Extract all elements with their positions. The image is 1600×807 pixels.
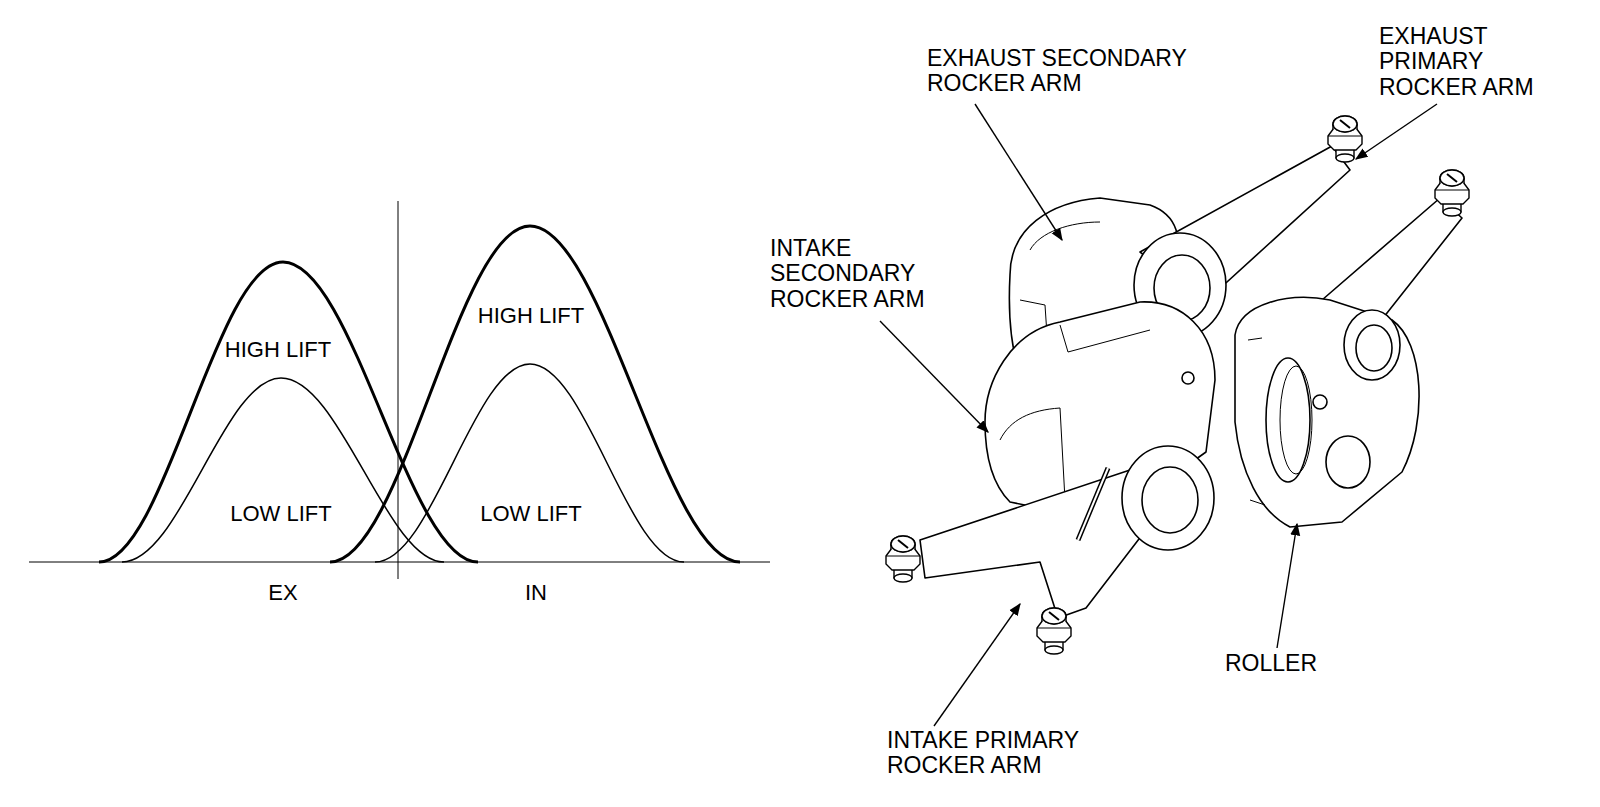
part-label: ROLLER <box>1225 651 1385 676</box>
axis-label: IN <box>525 581 547 605</box>
curve-label: HIGH LIFT <box>225 338 331 362</box>
curve-label: HIGH LIFT <box>478 304 584 328</box>
axis-label: EX <box>268 581 297 605</box>
part-label: EXHAUST SECONDARY ROCKER ARM <box>927 46 1227 97</box>
curve-label: LOW LIFT <box>230 502 331 526</box>
curve-label: LOW LIFT <box>480 502 581 526</box>
part-label: INTAKE PRIMARY ROCKER ARM <box>887 728 1127 779</box>
part-label: INTAKE SECONDARY ROCKER ARM <box>770 236 955 312</box>
part-label: EXHAUST PRIMARY ROCKER ARM <box>1379 24 1559 100</box>
